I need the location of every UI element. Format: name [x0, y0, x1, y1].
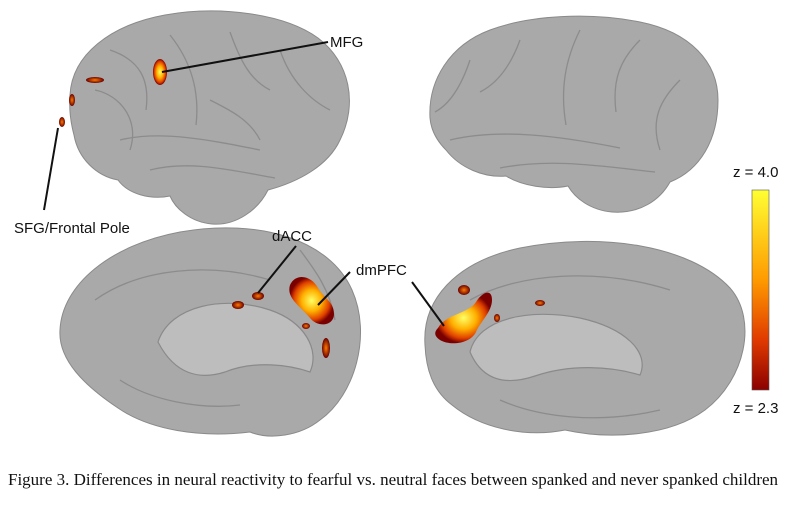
- brain-figure: MFG SFG/Frontal Pole dACC dmPFC z = 4.0 …: [14, 10, 778, 437]
- colorbar: z = 4.0 z = 2.3: [733, 164, 778, 417]
- label-dacc: dACC: [272, 228, 312, 245]
- brain-left-lateral: [69, 10, 350, 225]
- leader-lines: [43, 41, 445, 327]
- figure-caption: Figure 3. Differences in neural reactivi…: [8, 470, 779, 489]
- activation-sfg: [59, 77, 104, 127]
- activation-dmpfc: [435, 285, 545, 344]
- label-dmpfc: dmPFC: [356, 262, 407, 279]
- brain-right-medial: [424, 240, 746, 436]
- brain-left-medial: [59, 227, 362, 437]
- label-mfg: MFG: [330, 34, 363, 51]
- brain-right-lateral: [429, 15, 719, 213]
- activation-mfg: [153, 59, 167, 85]
- colorbar-max-label: z = 4.0: [733, 164, 778, 181]
- colorbar-min-label: z = 2.3: [733, 400, 778, 417]
- label-sfg: SFG/Frontal Pole: [14, 220, 130, 237]
- activation-dacc: [232, 276, 334, 358]
